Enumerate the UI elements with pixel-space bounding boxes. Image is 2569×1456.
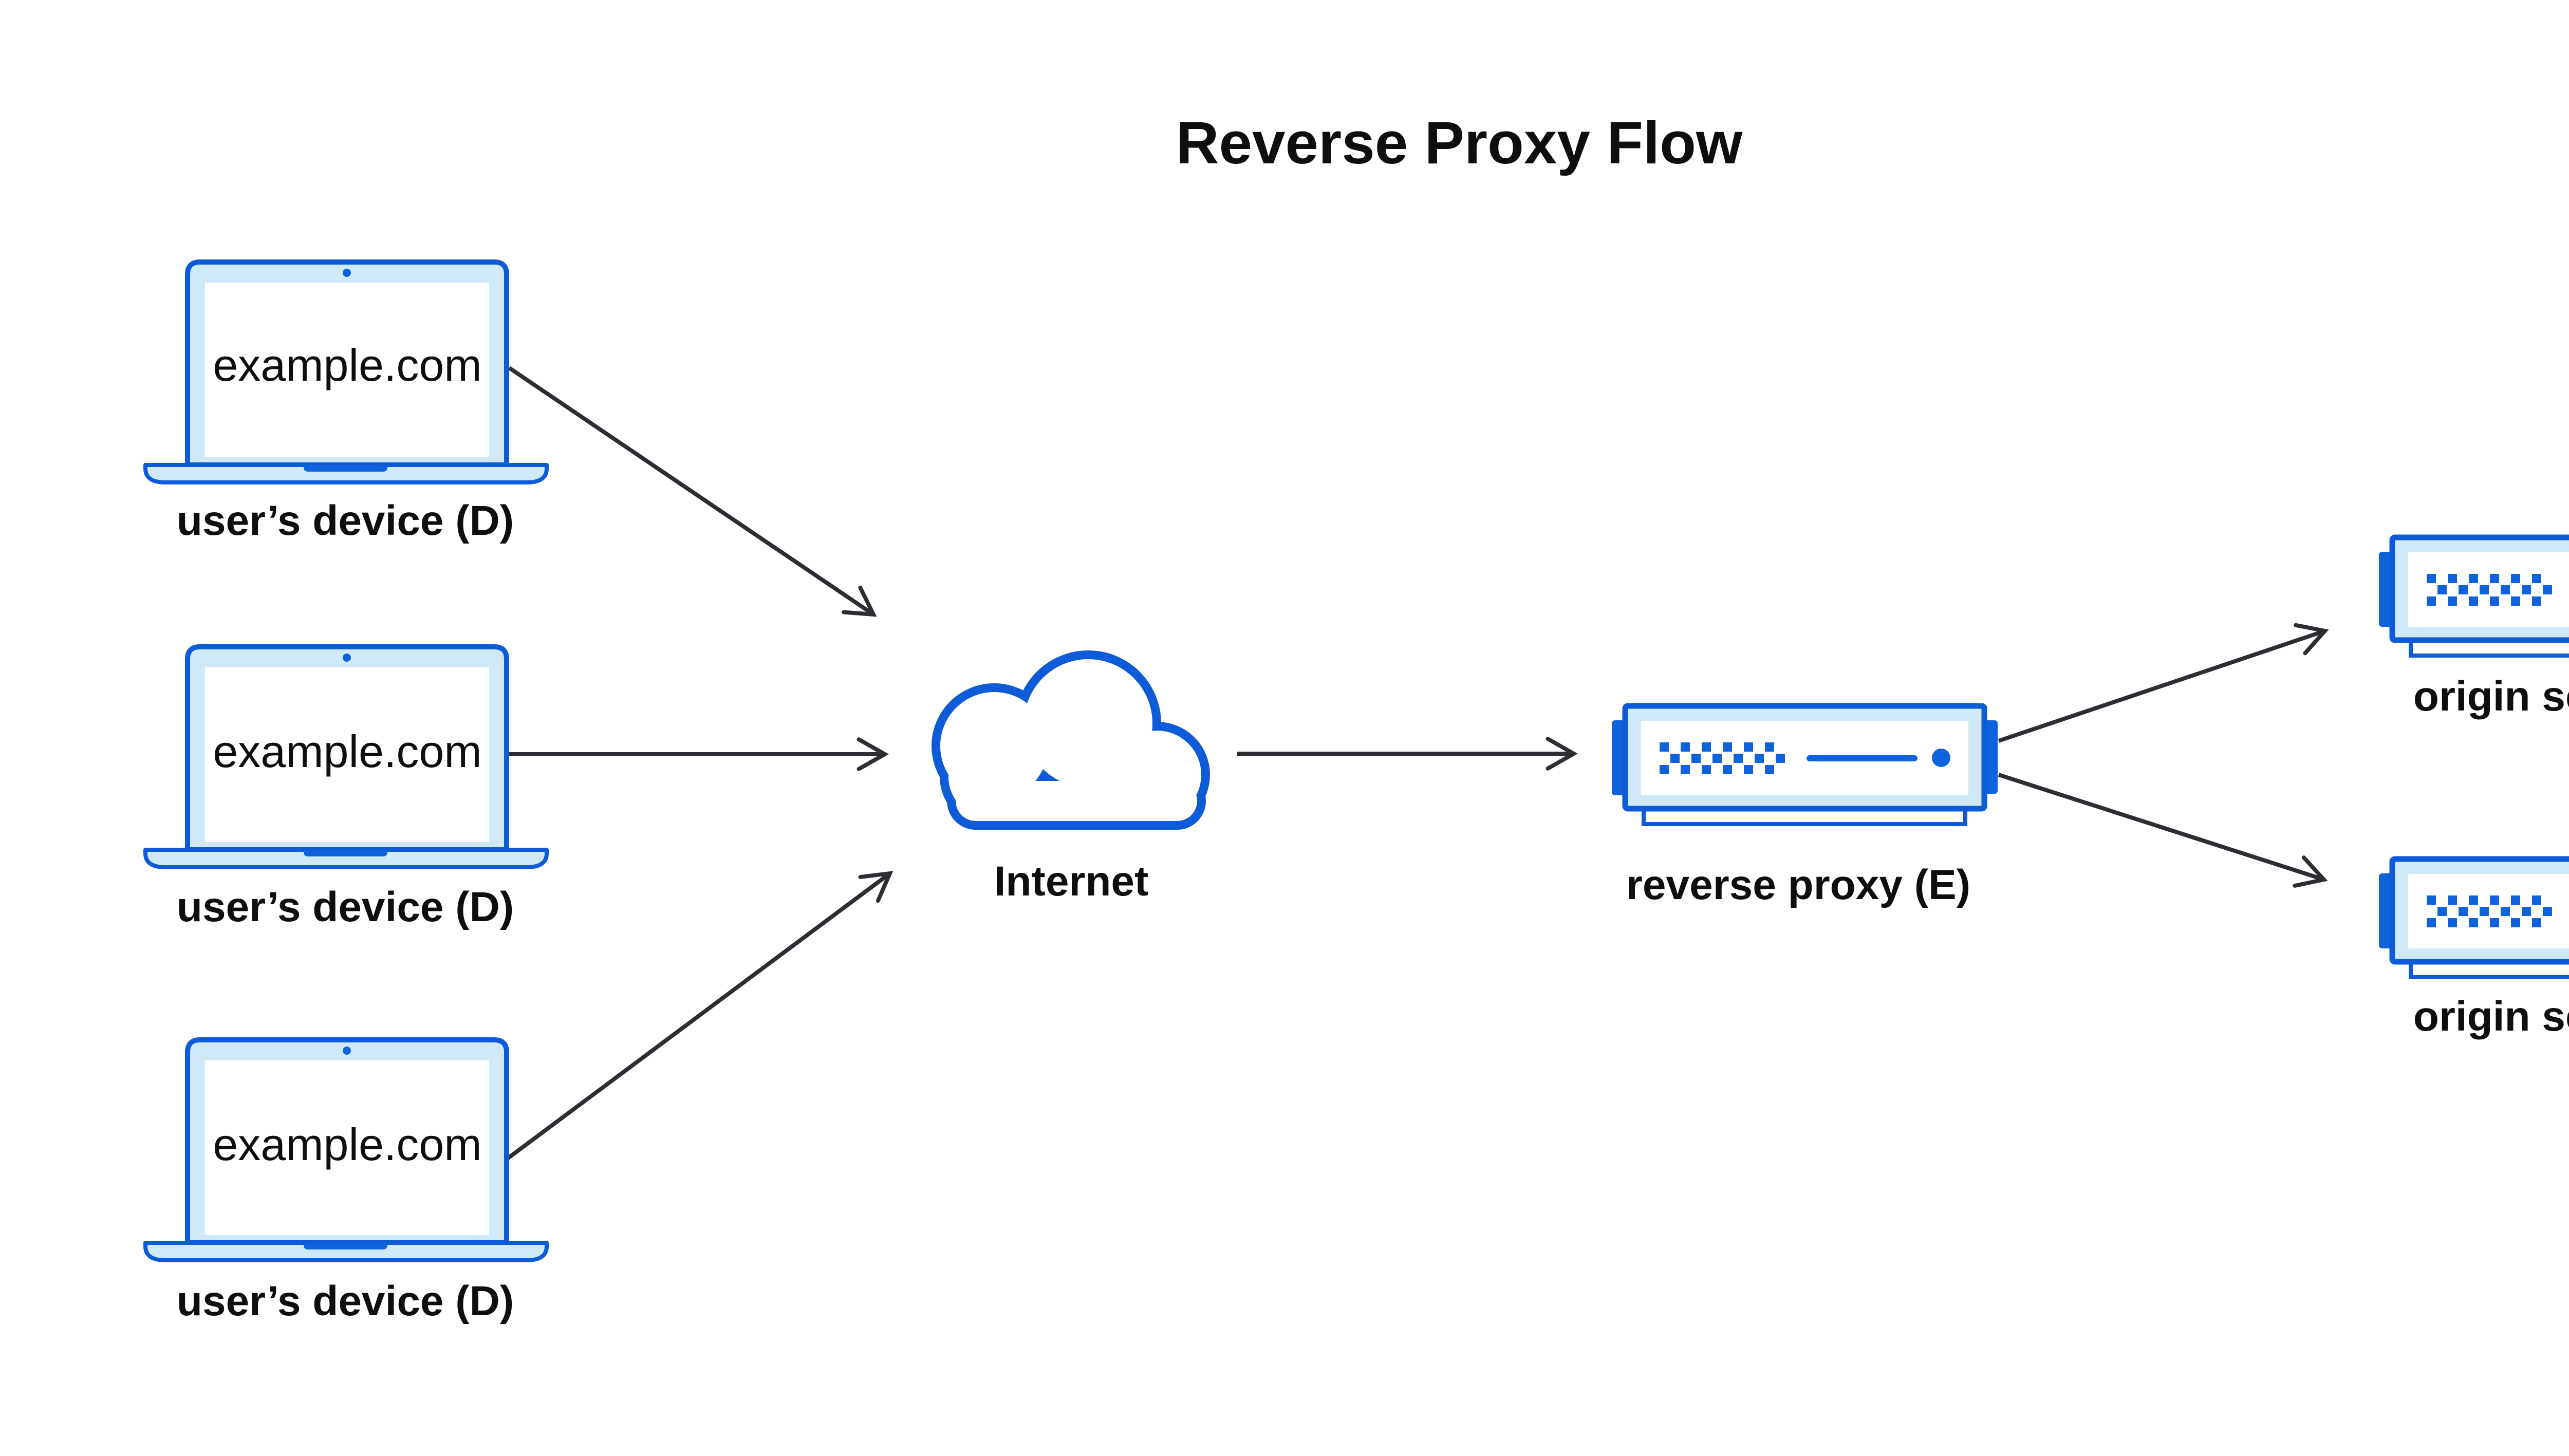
origin-server-label-2: origin server (F) <box>2413 993 2569 1040</box>
internet-cloud-icon <box>940 659 1201 821</box>
device-screen-text-1: example.com <box>213 340 482 390</box>
page-title: Reverse Proxy Flow <box>1176 109 1743 176</box>
arrow-device1-internet <box>508 366 877 617</box>
origin-server-icon-1 <box>2379 537 2569 656</box>
device-label-3: user’s device (D) <box>176 1278 514 1324</box>
origin-server-icon-2 <box>2379 859 2569 977</box>
device-screen-text-3: example.com <box>213 1119 482 1170</box>
reverse-proxy-label: reverse proxy (E) <box>1626 862 1971 908</box>
flow-arrows <box>505 366 2329 1162</box>
device-label-2: user’s device (D) <box>176 884 514 930</box>
arrow-proxy-origin1 <box>1998 623 2329 743</box>
origin-server-label-1: origin server (F) <box>2413 673 2569 720</box>
arrow-device3-internet <box>505 871 893 1162</box>
arrow-proxy-origin2 <box>1998 773 2328 888</box>
device-screen-text-2: example.com <box>213 726 482 777</box>
internet-label: Internet <box>994 858 1149 905</box>
device-label-1: user’s device (D) <box>176 497 514 544</box>
reverse-proxy-icon <box>1612 706 1998 824</box>
